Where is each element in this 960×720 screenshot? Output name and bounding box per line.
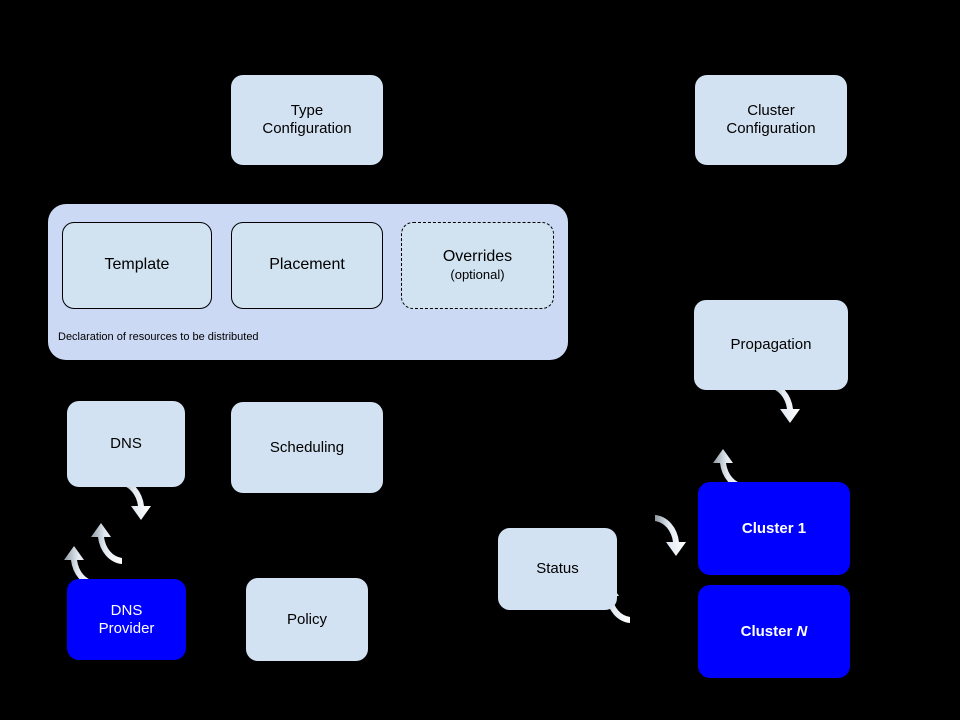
node-template-label: Template (104, 256, 170, 274)
node-overrides-label: Overrides (optional) (442, 248, 513, 283)
node-placement-label: Placement (269, 256, 345, 274)
node-cluster-configuration-label: Cluster Configuration (726, 102, 816, 137)
node-overrides-sublabel: (optional) (450, 267, 505, 283)
node-policy[interactable]: Policy (246, 578, 368, 661)
sync-arrows-icon-propagation (713, 382, 800, 490)
declaration-caption: Declaration of resources to be distribut… (58, 331, 259, 343)
node-placement[interactable]: Placement (231, 222, 383, 309)
node-dns[interactable]: DNS (67, 401, 185, 487)
node-propagation[interactable]: Propagation (694, 300, 848, 390)
node-cluster-1-label: Cluster 1 (741, 519, 807, 537)
node-dns-provider[interactable]: DNS Provider (67, 579, 186, 660)
sync-arrows-icon-dns (64, 479, 151, 587)
node-policy-label: Policy (286, 610, 327, 628)
node-type-configuration[interactable]: Type Configuration (231, 75, 383, 165)
node-scheduling[interactable]: Scheduling (231, 402, 383, 493)
node-status-label: Status (536, 560, 579, 578)
node-status[interactable]: Status (498, 528, 617, 610)
node-cluster-n-label: Cluster N (740, 622, 808, 640)
node-scheduling-label: Scheduling (269, 438, 345, 456)
node-overrides[interactable]: Overrides (optional) (401, 222, 554, 309)
node-cluster-n[interactable]: Cluster N (698, 585, 850, 678)
node-dns-label: DNS (110, 435, 142, 453)
node-cluster-configuration[interactable]: Cluster Configuration (695, 75, 847, 165)
node-cluster-1[interactable]: Cluster 1 (698, 482, 850, 575)
node-type-configuration-label: Type Configuration (262, 102, 352, 137)
node-propagation-label: Propagation (730, 336, 812, 354)
node-template[interactable]: Template (62, 222, 212, 309)
node-dns-provider-label: DNS Provider (98, 601, 155, 637)
